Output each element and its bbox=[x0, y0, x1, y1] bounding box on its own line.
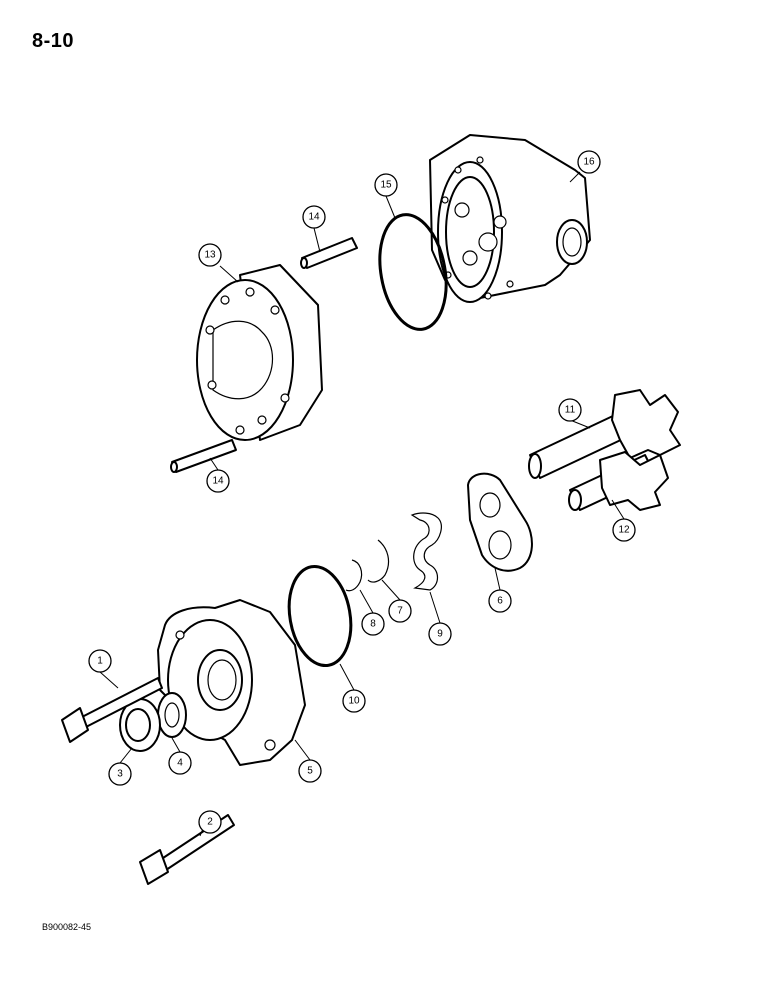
svg-text:11: 11 bbox=[565, 405, 576, 416]
svg-text:3: 3 bbox=[117, 769, 123, 780]
svg-text:10: 10 bbox=[348, 696, 360, 707]
callout-14-upper: 14 bbox=[302, 205, 326, 229]
callout-7: 7 bbox=[388, 599, 412, 623]
dowel-pin-upper bbox=[300, 237, 358, 269]
svg-text:2: 2 bbox=[207, 817, 213, 828]
o-ring-rear bbox=[378, 213, 448, 331]
driven-gear bbox=[568, 451, 669, 511]
backup-ring bbox=[367, 539, 390, 583]
mounting-flange bbox=[157, 599, 306, 766]
dowel-pin-lower bbox=[170, 439, 237, 473]
washer bbox=[157, 692, 187, 738]
callout-15: 15 bbox=[374, 173, 398, 197]
svg-text:14: 14 bbox=[212, 476, 224, 487]
retainer bbox=[345, 559, 363, 592]
svg-text:13: 13 bbox=[204, 250, 216, 261]
o-ring-front bbox=[287, 564, 353, 668]
callout-9: 9 bbox=[428, 622, 452, 646]
callout-10: 10 bbox=[342, 689, 366, 713]
svg-text:7: 7 bbox=[397, 606, 403, 617]
callout-3: 3 bbox=[108, 762, 132, 786]
callout-4: 4 bbox=[168, 751, 192, 775]
callout-14-lower: 14 bbox=[206, 469, 230, 493]
figure-code: B900082-45 bbox=[42, 922, 92, 932]
svg-text:1: 1 bbox=[97, 656, 103, 667]
callout-5: 5 bbox=[298, 759, 322, 783]
svg-text:8: 8 bbox=[370, 619, 376, 630]
drive-gear bbox=[528, 389, 681, 479]
svg-text:12: 12 bbox=[618, 525, 630, 536]
svg-text:5: 5 bbox=[307, 766, 313, 777]
callout-13: 13 bbox=[198, 243, 222, 267]
svg-text:16: 16 bbox=[583, 157, 595, 168]
callout-12: 12 bbox=[612, 518, 636, 542]
svg-text:15: 15 bbox=[380, 180, 392, 191]
callout-16: 16 bbox=[577, 150, 601, 174]
svg-text:4: 4 bbox=[177, 758, 183, 769]
svg-text:6: 6 bbox=[497, 596, 503, 607]
callout-6: 6 bbox=[488, 589, 512, 613]
callout-11: 11 bbox=[558, 398, 582, 422]
upper-bolt bbox=[61, 677, 163, 743]
page-number: 8-10 bbox=[32, 30, 75, 52]
pump-body bbox=[429, 134, 591, 303]
gear-housing bbox=[196, 264, 323, 441]
seal bbox=[410, 512, 442, 591]
svg-text:9: 9 bbox=[437, 629, 443, 640]
callout-1: 1 bbox=[88, 649, 112, 673]
svg-text:14: 14 bbox=[308, 212, 320, 223]
callout-2: 2 bbox=[198, 810, 222, 834]
wear-plate bbox=[467, 472, 533, 572]
callout-8: 8 bbox=[361, 612, 385, 636]
